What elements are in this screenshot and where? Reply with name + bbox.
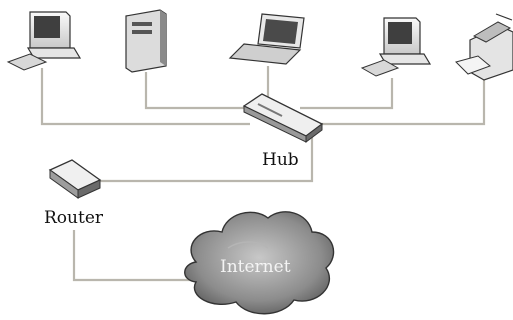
hub-label: Hub [262, 150, 299, 170]
cable-desktop-1-hub [40, 68, 250, 126]
desktop-computer-icon [360, 17, 432, 77]
laptop-icon [228, 13, 305, 65]
internet-label: Internet [220, 257, 291, 277]
printer-icon [455, 13, 513, 81]
router-icon [48, 159, 102, 199]
cable-server-hub [144, 72, 256, 110]
desktop-computer-icon [6, 11, 82, 71]
internet-cloud-icon [184, 211, 335, 315]
cable-printer-hub [310, 80, 486, 126]
router-label: Router [44, 208, 104, 228]
cable-hub-router [92, 128, 314, 183]
cable-router-internet [72, 230, 196, 282]
hub-icon [242, 93, 324, 143]
cable-desktop-2-hub [300, 78, 394, 110]
cables [40, 66, 486, 282]
server-tower-icon [125, 9, 167, 73]
